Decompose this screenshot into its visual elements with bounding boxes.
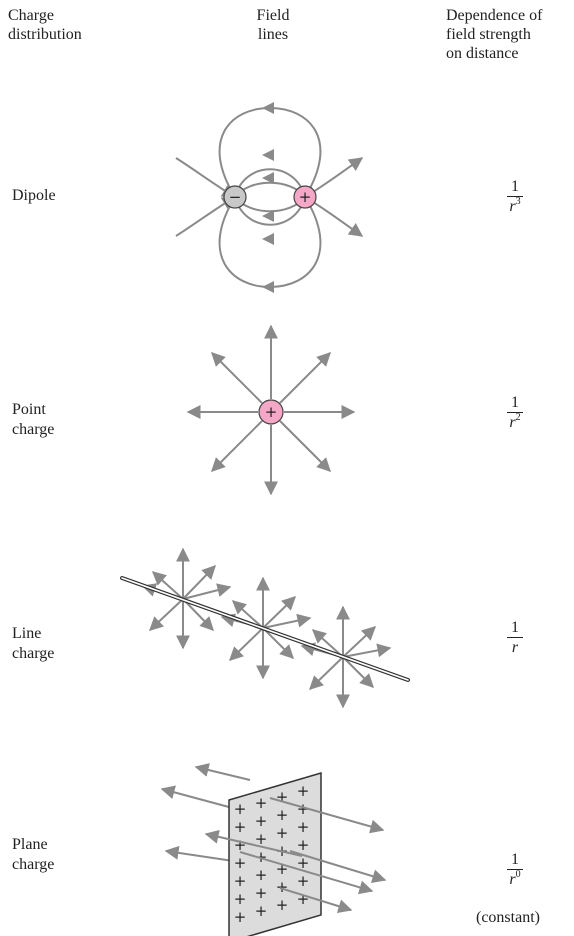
plus-sign: + xyxy=(297,872,310,890)
plus-sign: + xyxy=(255,794,268,812)
radial-line xyxy=(212,353,262,403)
plus-sign: + xyxy=(234,818,247,836)
plane-field-line-left xyxy=(196,767,250,780)
plus-sign: + xyxy=(297,890,310,908)
line-cluster xyxy=(143,549,230,648)
negative-sign: − xyxy=(229,188,242,206)
plus-sign: + xyxy=(234,908,247,926)
plus-sign: + xyxy=(276,878,289,896)
plus-sign: + xyxy=(255,884,268,902)
plus-sign: + xyxy=(255,812,268,830)
positive-sign: + xyxy=(299,188,312,206)
radial-line xyxy=(280,353,330,403)
plus-sign: + xyxy=(234,836,247,854)
plus-sign: + xyxy=(297,836,310,854)
radial-line xyxy=(280,421,330,471)
plus-sign: + xyxy=(276,824,289,842)
plus-sign: + xyxy=(255,902,268,920)
plus-sign: + xyxy=(276,806,289,824)
plus-sign: + xyxy=(234,872,247,890)
plus-sign: + xyxy=(297,782,310,800)
plus-sign: + xyxy=(255,866,268,884)
plus-sign: + xyxy=(276,896,289,914)
plus-sign: + xyxy=(234,890,247,908)
radial-line xyxy=(212,421,262,471)
plus-sign: + xyxy=(297,818,310,836)
line-charge-rod-highlight xyxy=(122,578,408,680)
plane-field-line-left xyxy=(206,834,215,836)
dipole-diagram xyxy=(176,108,362,287)
plane-charge-diagram: ++++++++++++++++++++++++++++ xyxy=(162,767,385,936)
point-positive-sign: + xyxy=(265,403,278,421)
plus-sign: + xyxy=(234,854,247,872)
plus-sign: + xyxy=(234,800,247,818)
